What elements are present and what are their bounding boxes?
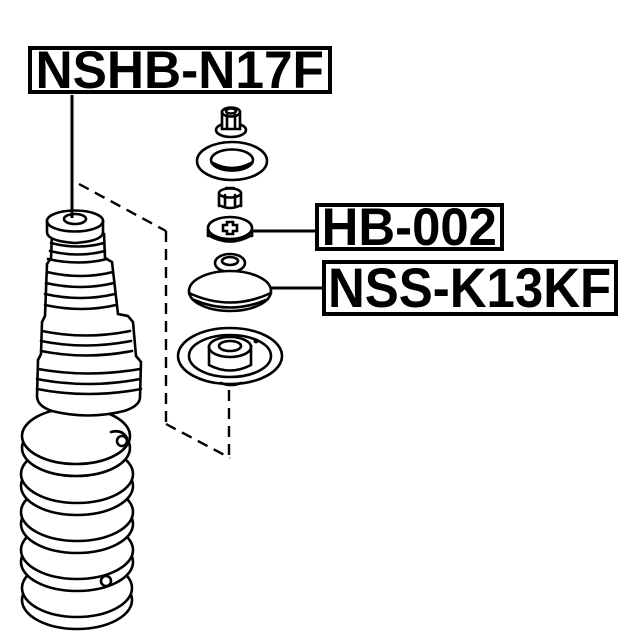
leader-lines: [70, 95, 322, 290]
part-number-text: NSHB-N17F: [35, 40, 325, 100]
spring-seat-bearing: [176, 326, 284, 387]
seat-center-hole: [217, 339, 243, 353]
strut-mount: [187, 252, 273, 313]
part-label-nshb-n17f: NSHB-N17F: [28, 40, 332, 100]
part-number-text: HB-002: [321, 197, 498, 257]
flanged-rod-nut: [214, 106, 248, 139]
bushing-cross-hole: [221, 220, 239, 236]
part-number-text: NSS-K13KF: [328, 256, 612, 319]
part-label-nss-k13kf: NSS-K13KF: [322, 260, 618, 316]
support-washer: [195, 140, 269, 182]
boot-rod-hole: [62, 212, 88, 226]
shock-absorber-boot: [35, 209, 143, 417]
coil-spring: [19, 406, 135, 631]
assembly-axis-dashed-lines: [78, 182, 231, 460]
lock-nut: [217, 186, 243, 210]
mounting-bushing: [206, 215, 254, 243]
spring-wire-end-bottom: [99, 574, 113, 588]
spring-wire-end-top: [115, 434, 129, 448]
part-label-hb-002: HB-002: [315, 197, 504, 257]
